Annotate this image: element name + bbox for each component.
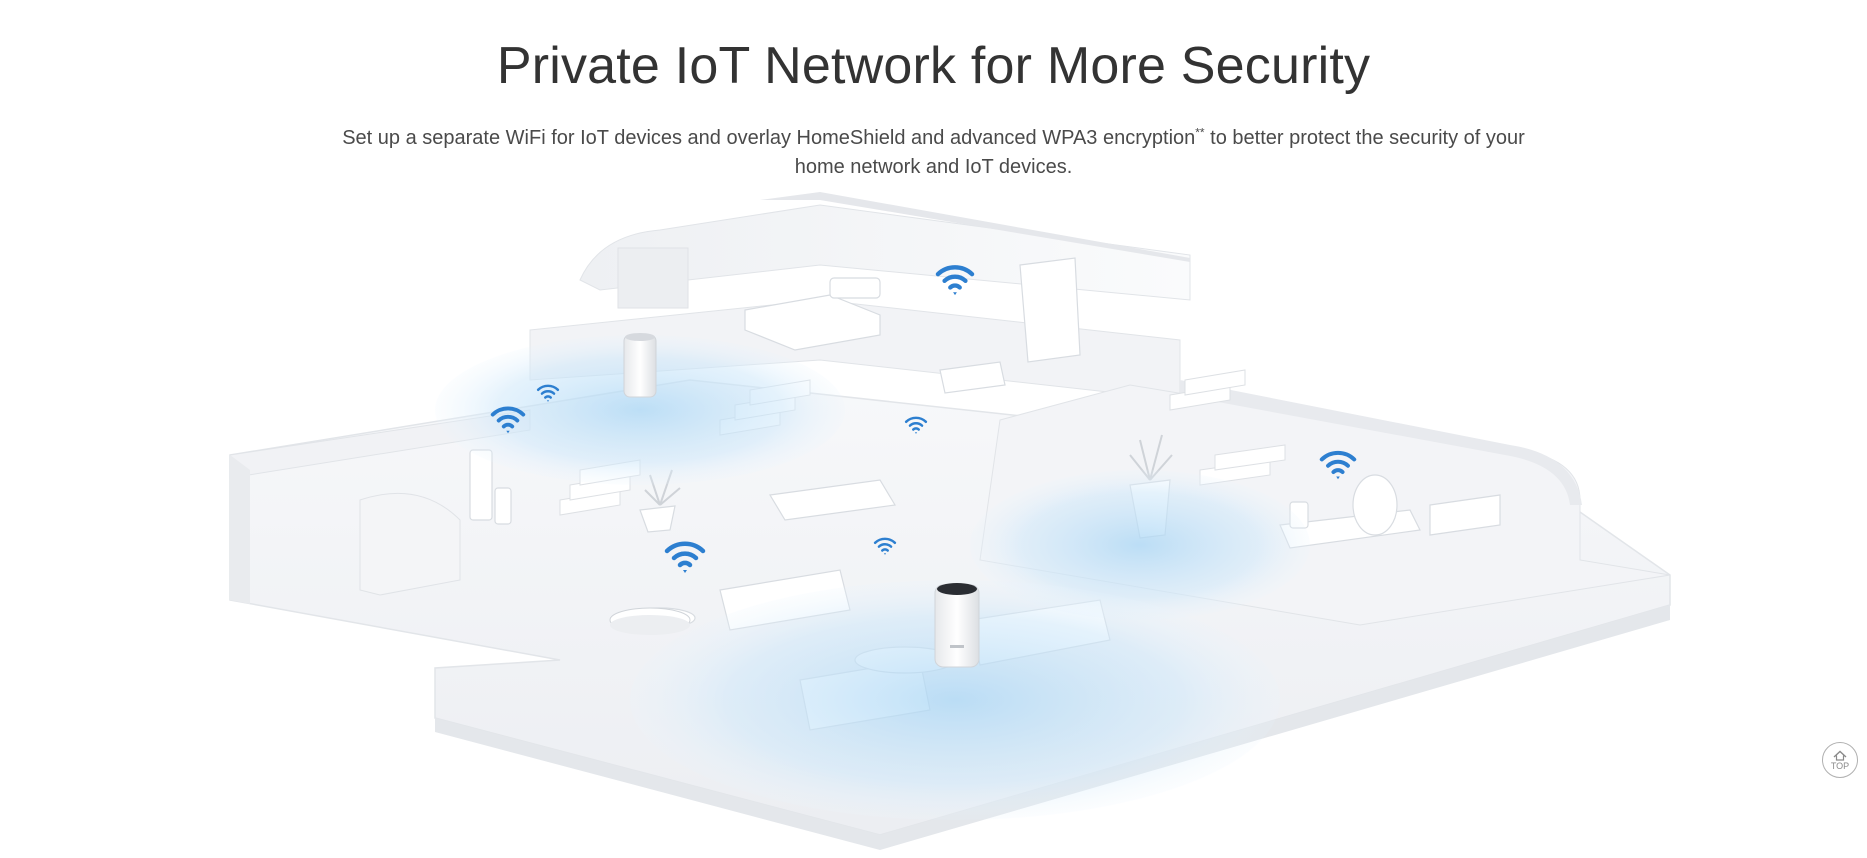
mesh-router [623, 333, 657, 398]
back-to-top-label: TOP [1830, 760, 1850, 771]
description-text-end: to better protect the security of your h… [794, 127, 1525, 178]
mesh-router-main [934, 583, 980, 668]
description-text: Set up a separate WiFi for IoT devices a… [342, 127, 1196, 149]
back-to-top-button[interactable]: TOP [1822, 742, 1858, 778]
footnote-marker: ** [1195, 125, 1205, 140]
wifi-coverage-zones [435, 335, 1310, 820]
section-title: Private IoT Network for More Security [496, 37, 1371, 95]
section-description: Set up a separate WiFi for IoT devices a… [320, 124, 1547, 182]
home-up-icon [1833, 750, 1847, 761]
robot-vacuum [609, 607, 691, 635]
